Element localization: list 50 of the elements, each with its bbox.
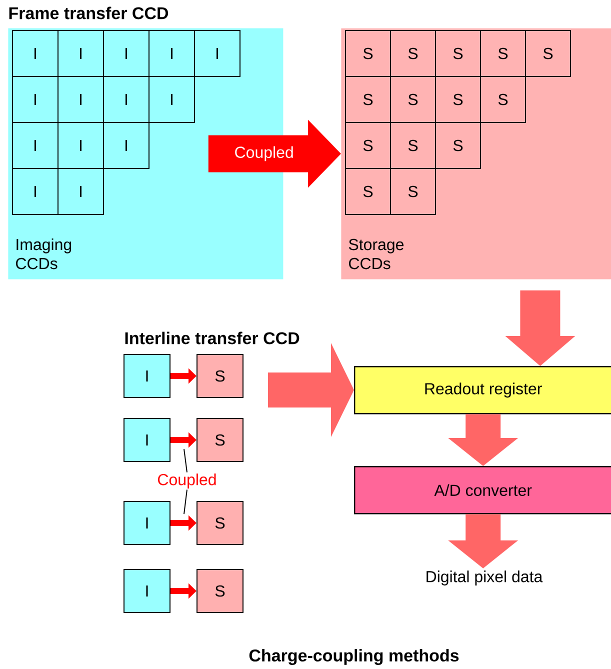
pixel-cell: I: [124, 354, 170, 398]
pixel-cell: S: [480, 30, 526, 77]
pixel-cell: I: [58, 168, 104, 215]
leader-line: [184, 448, 188, 473]
pixel-cell: I: [103, 122, 150, 169]
coupled-label: Coupled: [158, 474, 216, 488]
pixel-cell: S: [196, 501, 244, 545]
pixel-cell: I: [124, 501, 170, 545]
pixel-cell: I: [148, 30, 195, 77]
pixel-cell: S: [196, 569, 244, 613]
caption: Charge-coupling methods: [249, 649, 459, 665]
pixel-cell: I: [12, 76, 58, 123]
pixel-cell: I: [58, 122, 104, 169]
process-box: A/D converter: [354, 466, 611, 514]
pixel-cell: S: [435, 76, 481, 123]
heading: Frame transfer CCD: [9, 6, 168, 20]
pixel-cell: S: [390, 30, 436, 77]
pixel-cell: S: [480, 76, 526, 123]
block-arrow: [268, 343, 354, 437]
pixel-cell: S: [345, 76, 391, 123]
block-arrow: [208, 120, 341, 188]
block-arrow: [505, 290, 576, 366]
pixel-cell: I: [12, 122, 58, 169]
leader-line: [184, 489, 188, 514]
pixel-cell: I: [12, 168, 58, 215]
heading: Interline transfer CCD: [125, 332, 300, 344]
pixel-cell: I: [103, 30, 150, 77]
pixel-cell: S: [390, 168, 436, 215]
pixel-cell: S: [196, 418, 244, 462]
block-arrow: [448, 514, 518, 568]
pixel-cell: S: [390, 76, 436, 123]
pixel-cell: I: [124, 418, 170, 462]
pixel-cell: S: [345, 122, 391, 169]
output-label: Digital pixel data: [426, 570, 543, 586]
pixel-cell: S: [435, 30, 481, 77]
pixel-cell: I: [103, 76, 150, 123]
pixel-cell: I: [124, 569, 170, 613]
pixel-cell: I: [58, 30, 104, 77]
pixel-cell: S: [390, 122, 436, 169]
pixel-cell: S: [196, 354, 244, 398]
pixel-cell: S: [525, 30, 571, 77]
pixel-cell: S: [345, 30, 391, 77]
pixel-cell: I: [148, 76, 195, 123]
pixel-cell: S: [435, 122, 481, 169]
pixel-cell: I: [12, 30, 58, 77]
block-arrow: [448, 414, 518, 466]
process-box: Readout register: [354, 366, 611, 414]
pixel-cell: S: [345, 168, 391, 215]
pixel-cell: I: [194, 30, 240, 77]
pixel-cell: I: [58, 76, 104, 123]
